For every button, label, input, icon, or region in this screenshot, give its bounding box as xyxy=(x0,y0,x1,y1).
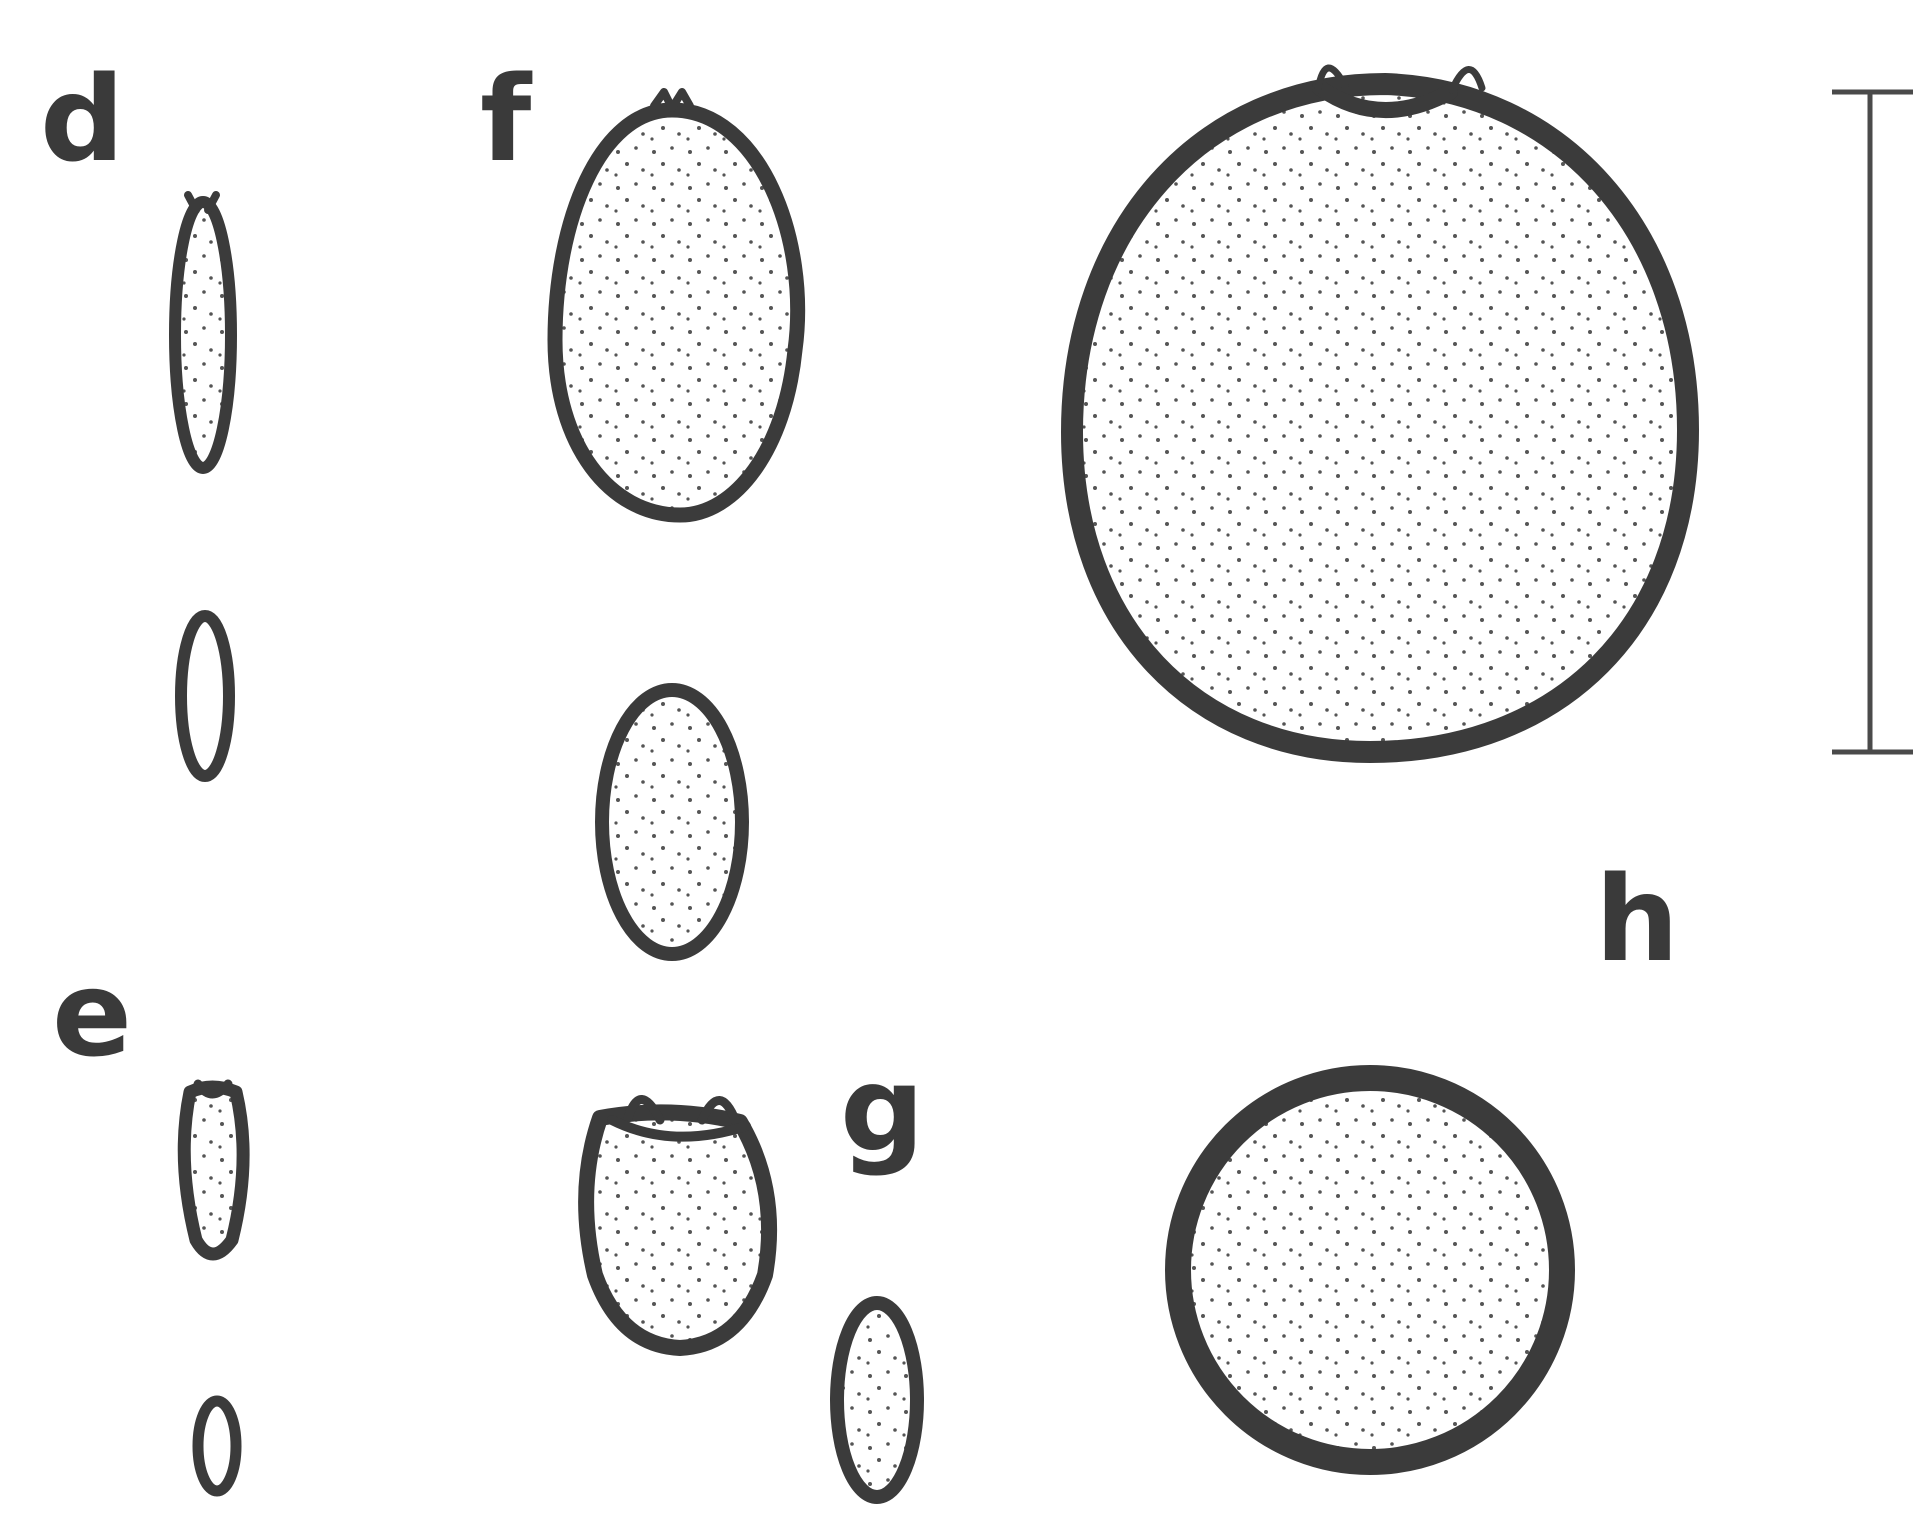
spore-f-upper xyxy=(555,92,798,515)
spore-f-lower xyxy=(602,690,742,954)
label-e: e xyxy=(52,945,132,1083)
spore-g xyxy=(837,1303,917,1497)
spore-d-upper xyxy=(175,195,231,468)
label-g: g xyxy=(840,1040,924,1178)
label-f: f xyxy=(480,50,533,188)
scale-bar xyxy=(1832,92,1913,752)
spore-e-lower xyxy=(198,1401,236,1491)
label-h: h xyxy=(1595,850,1679,988)
spore-f-bottom xyxy=(586,1099,769,1348)
spore-e-upper xyxy=(184,1084,243,1254)
spore-d-lower xyxy=(181,616,229,776)
label-d: d xyxy=(40,50,124,188)
spore-h-round xyxy=(1178,1078,1562,1462)
spore-h-large xyxy=(1072,68,1688,752)
